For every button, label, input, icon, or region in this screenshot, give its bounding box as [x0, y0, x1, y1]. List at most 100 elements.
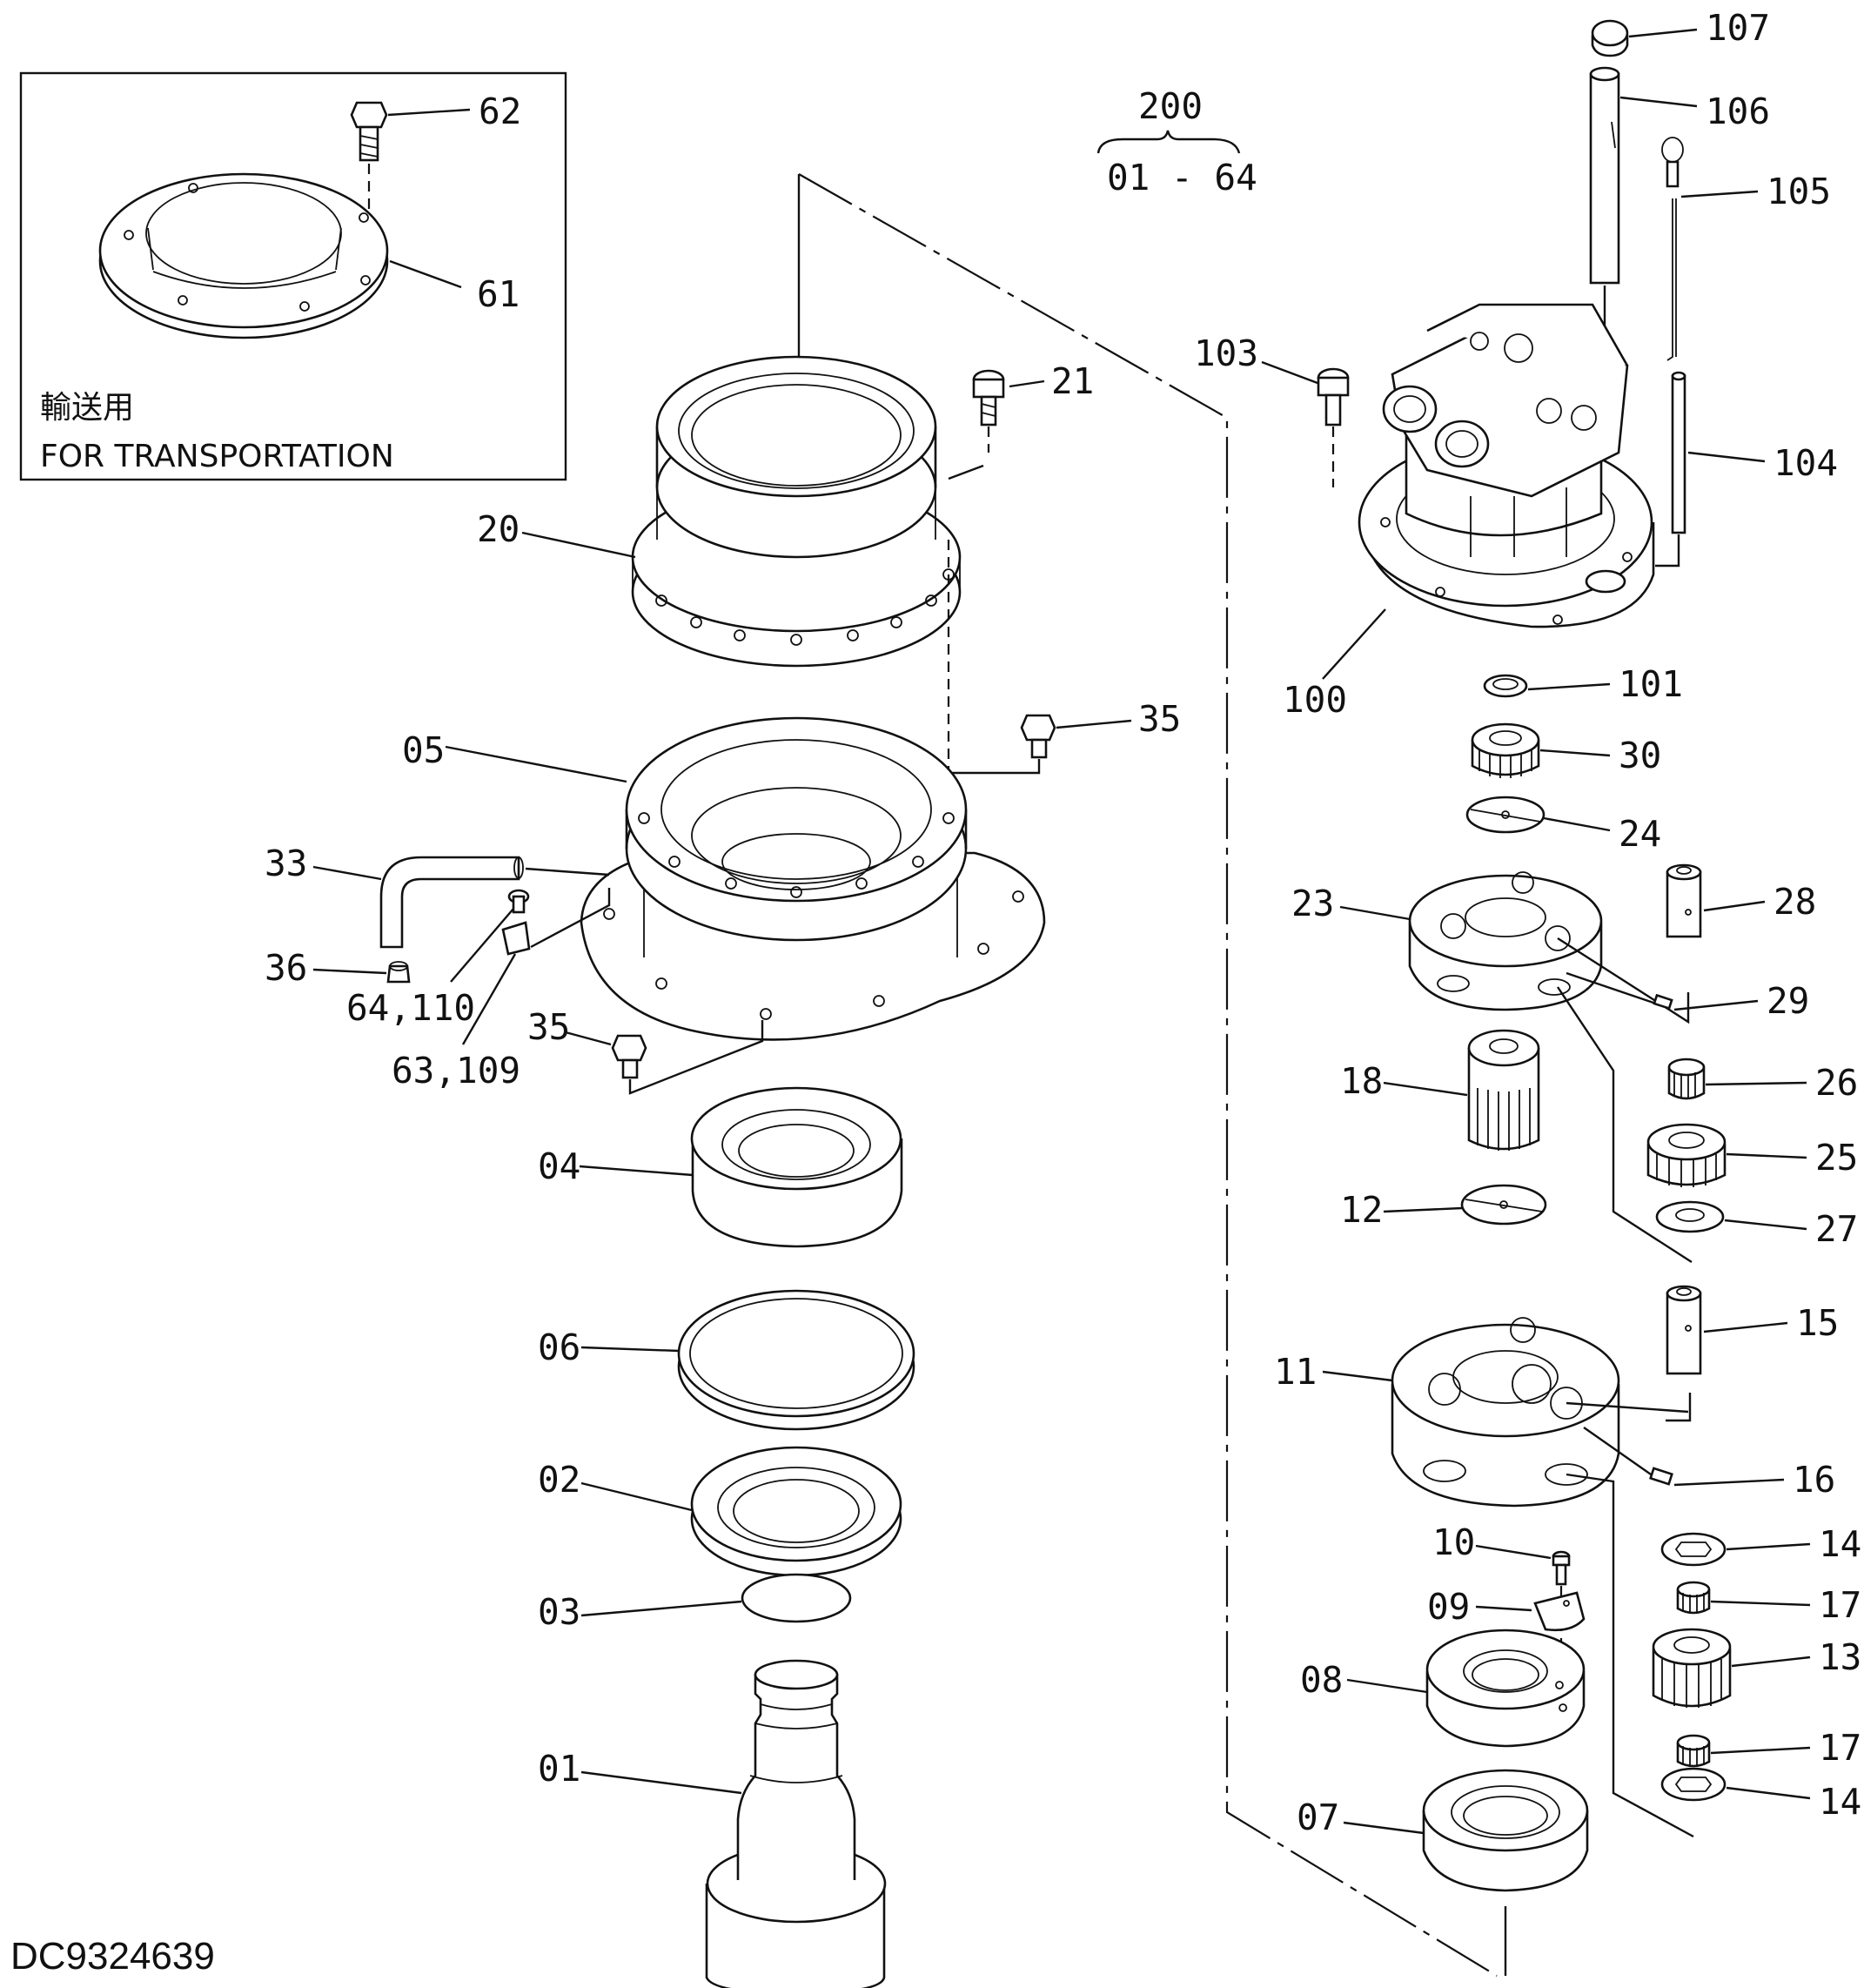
- label-63-109: 63,109: [392, 1050, 520, 1091]
- label-101: 101: [1619, 663, 1683, 705]
- label-16: 16: [1793, 1459, 1835, 1501]
- oring-03: [741, 1573, 852, 1623]
- transport-bolt-62: [350, 101, 388, 209]
- thrust-plate-12: [1460, 1184, 1547, 1226]
- label-26: 26: [1815, 1062, 1858, 1104]
- label-29: 29: [1767, 980, 1809, 1022]
- label-03: 03: [538, 1591, 580, 1633]
- assembly-200: 200 01 - 64: [1096, 85, 1257, 198]
- needle-bearing-26: [1667, 1058, 1706, 1100]
- inset-caption-jp: 輸送用: [40, 390, 134, 426]
- pin-15: [1666, 1285, 1702, 1422]
- label-14-lower: 14: [1819, 1781, 1861, 1823]
- leader-62: [387, 108, 471, 117]
- transport-inset: 62 61 輸送用 FOR TRANSPORTATION: [19, 71, 567, 481]
- label-06: 06: [538, 1326, 580, 1368]
- transport-cover-61: [98, 172, 389, 339]
- assembly-range: 01 - 64: [1107, 157, 1257, 198]
- housing-05: [580, 716, 1046, 1041]
- label-10: 10: [1432, 1521, 1475, 1563]
- drain-pipe-33: [379, 856, 524, 949]
- guide-pin-104: [1655, 371, 1686, 568]
- lock-plate-09: [1533, 1591, 1586, 1632]
- needle-bearing-17-upper: [1676, 1581, 1711, 1615]
- bolt-21: [972, 369, 1005, 453]
- thrust-washer-14-lower: [1660, 1767, 1727, 1802]
- pin-28: [1666, 863, 1702, 938]
- label-25: 25: [1815, 1137, 1858, 1179]
- pinion-shaft-01: [705, 1659, 887, 1988]
- label-17-lower: 17: [1819, 1727, 1861, 1769]
- label-107: 107: [1706, 7, 1770, 49]
- label-105: 105: [1767, 171, 1831, 212]
- label-15: 15: [1796, 1302, 1839, 1344]
- cap-107: [1591, 19, 1629, 57]
- bearing-07: [1422, 1769, 1589, 1892]
- label-27: 27: [1815, 1208, 1858, 1250]
- label-02: 02: [538, 1459, 580, 1501]
- leader-61: [389, 259, 462, 289]
- label-14-upper: 14: [1819, 1523, 1861, 1565]
- label-35-lower: 35: [527, 1006, 570, 1048]
- label-64-110: 64,110: [346, 987, 475, 1029]
- bolt-103: [1317, 367, 1350, 487]
- label-30: 30: [1619, 735, 1661, 776]
- label-62: 62: [479, 91, 521, 132]
- planet-gear-13: [1652, 1628, 1732, 1708]
- label-20: 20: [477, 508, 520, 550]
- label-04: 04: [538, 1145, 580, 1187]
- label-17-upper: 17: [1819, 1584, 1861, 1626]
- label-104: 104: [1773, 442, 1838, 484]
- label-07: 07: [1297, 1797, 1339, 1838]
- label-28: 28: [1773, 881, 1816, 923]
- level-gauge-tube-106: [1589, 66, 1620, 574]
- label-05: 05: [402, 729, 445, 771]
- label-12: 12: [1340, 1189, 1383, 1231]
- screw-64-110: [507, 889, 530, 914]
- bearing-04: [690, 1086, 903, 1248]
- label-23: 23: [1291, 883, 1334, 924]
- collar-08: [1425, 1629, 1586, 1748]
- label-21: 21: [1051, 360, 1094, 402]
- thrust-plate-24: [1465, 796, 1546, 834]
- seal-ring-06: [677, 1289, 915, 1431]
- assembly-outline-line: [798, 173, 1498, 1977]
- thrust-washer-27: [1655, 1200, 1725, 1233]
- bearing-retainer-02: [690, 1446, 902, 1577]
- label-36: 36: [265, 947, 307, 989]
- plug-36: [386, 961, 411, 984]
- ring-gear-20: [631, 355, 962, 668]
- inset-caption-en: FOR TRANSPORTATION: [40, 439, 394, 474]
- label-09: 09: [1427, 1586, 1470, 1628]
- carrier-11: [1391, 1317, 1620, 1508]
- thrust-washer-14-upper: [1660, 1532, 1727, 1567]
- carrier-23: [1408, 871, 1603, 1011]
- bolt-35-lower: [611, 1034, 647, 1079]
- sun-gear-18: [1467, 1029, 1540, 1151]
- sun-gear-30: [1471, 722, 1540, 778]
- dipstick-105: [1661, 137, 1684, 361]
- swing-motor-100: [1358, 303, 1655, 628]
- label-13: 13: [1819, 1636, 1861, 1678]
- label-11: 11: [1274, 1351, 1317, 1393]
- snap-ring-101: [1483, 674, 1528, 698]
- bolt-35-upper: [1020, 714, 1056, 759]
- spring-pin-16: [1583, 1427, 1673, 1486]
- spring-pin-29: [1566, 971, 1673, 1011]
- planet-gear-25: [1646, 1123, 1727, 1187]
- plate-63-109: [501, 921, 531, 956]
- needle-bearing-17-lower: [1676, 1734, 1711, 1768]
- label-103: 103: [1194, 332, 1258, 374]
- label-100: 100: [1283, 679, 1347, 721]
- label-61: 61: [477, 273, 520, 315]
- inset-frame: [19, 71, 567, 481]
- assembly-number: 200: [1138, 85, 1203, 127]
- label-33: 33: [265, 843, 307, 884]
- label-01: 01: [538, 1748, 580, 1790]
- assembly-brace: [1096, 130, 1241, 154]
- label-35-upper: 35: [1138, 698, 1181, 740]
- drawing-code: DC9324639: [10, 1935, 215, 1978]
- label-18: 18: [1340, 1060, 1383, 1102]
- label-24: 24: [1619, 813, 1661, 855]
